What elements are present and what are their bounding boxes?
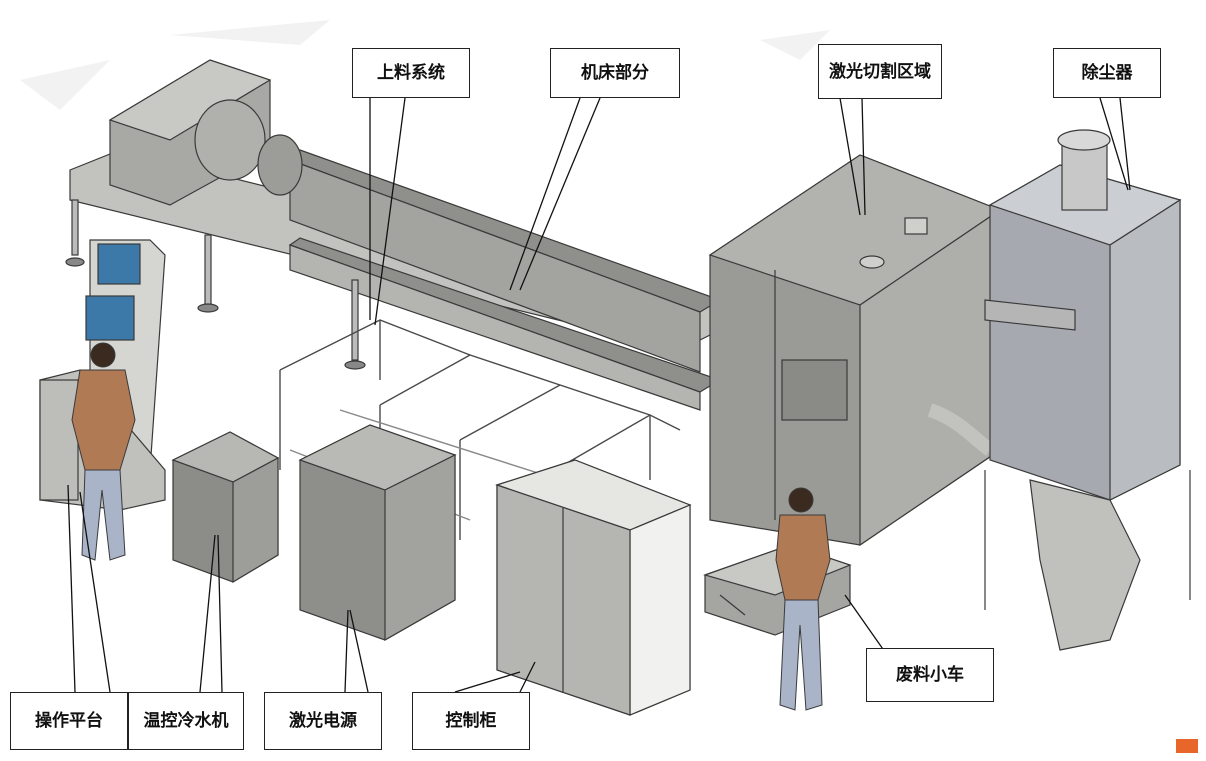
label-control-cabinet: 控制柜 bbox=[412, 692, 530, 750]
label-machine-bed: 机床部分 bbox=[550, 48, 680, 98]
laser-power-unit bbox=[298, 424, 457, 642]
label-chiller: 温控冷水机 bbox=[128, 692, 244, 750]
headstock bbox=[108, 59, 303, 206]
label-laser-cutting-zone: 激光切割区域 bbox=[818, 44, 942, 99]
dust-collector bbox=[984, 129, 1191, 651]
machine-bed bbox=[65, 149, 722, 411]
operator-person bbox=[71, 342, 136, 561]
label-laser-power: 激光电源 bbox=[264, 692, 382, 750]
control-cabinet bbox=[495, 459, 692, 716]
label-feeding-system: 上料系统 bbox=[352, 48, 470, 98]
corner-accent-mark bbox=[1176, 739, 1198, 753]
label-operation-platform: 操作平台 bbox=[10, 692, 128, 750]
label-dust-collector: 除尘器 bbox=[1053, 48, 1161, 98]
laser-cutting-enclosure bbox=[708, 154, 1002, 547]
chiller-unit bbox=[171, 431, 280, 584]
worker-person bbox=[775, 487, 831, 711]
label-leader-lines bbox=[67, 97, 1131, 693]
label-scrap-cart: 废料小车 bbox=[866, 648, 994, 702]
watermark-swooshes bbox=[20, 20, 830, 110]
